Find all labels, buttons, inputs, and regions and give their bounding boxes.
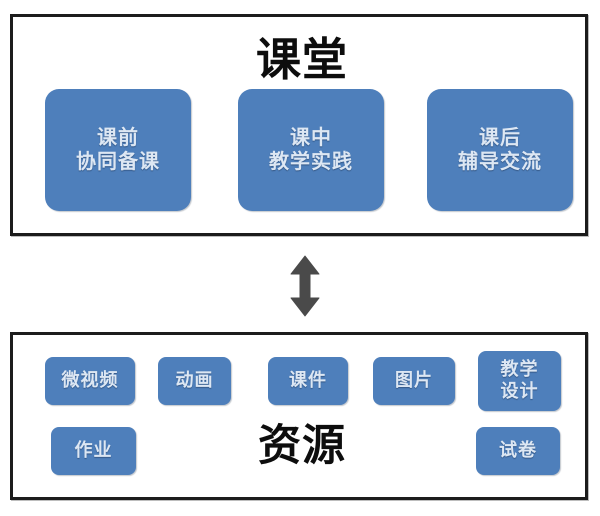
resource-box-courseware[interactable]: 课件	[268, 357, 348, 405]
resource-section-title: 资源	[258, 422, 346, 470]
phase-box-line-2: 教学实践	[269, 151, 353, 173]
resource-box-exam-paper[interactable]: 试卷	[476, 427, 560, 475]
resource-box-line-1: 课件	[289, 370, 327, 391]
phase-box-line-2: 协同备课	[76, 151, 160, 173]
resource-box-homework[interactable]: 作业	[51, 427, 136, 475]
resource-box-line-1: 微视频	[61, 370, 119, 391]
phase-box-line-1: 课后	[479, 126, 521, 149]
phase-box-line-1: 课中	[290, 126, 332, 149]
phase-box-before-class[interactable]: 课前 协同备课	[45, 89, 191, 211]
resource-box-instructional-design[interactable]: 教学 设计	[478, 351, 561, 411]
classroom-section-frame: 课堂 课前 协同备课 课中 教学实践 课后 辅导交流	[10, 14, 588, 236]
resource-box-micro-video[interactable]: 微视频	[45, 357, 135, 405]
phase-box-line-2: 辅导交流	[458, 151, 542, 173]
resource-box-line-1: 图片	[395, 370, 433, 391]
resource-box-line-1: 教学	[500, 359, 539, 380]
resource-box-line-1: 作业	[74, 440, 113, 461]
resource-box-line-1: 试卷	[499, 440, 537, 461]
resource-box-line-1: 动画	[175, 370, 214, 391]
resource-section-frame: 资源 微视频 动画 课件 图片 教学 设计 作业 试卷	[10, 332, 588, 500]
resource-box-animation[interactable]: 动画	[158, 357, 231, 405]
phase-box-line-1: 课前	[97, 126, 139, 149]
phase-box-during-class[interactable]: 课中 教学实践	[238, 89, 384, 211]
phase-box-after-class[interactable]: 课后 辅导交流	[427, 89, 573, 211]
classroom-section-title: 课堂	[255, 34, 348, 85]
resource-box-line-2: 设计	[500, 381, 539, 401]
resource-box-image[interactable]: 图片	[373, 357, 455, 405]
double-arrow-icon	[288, 255, 322, 317]
